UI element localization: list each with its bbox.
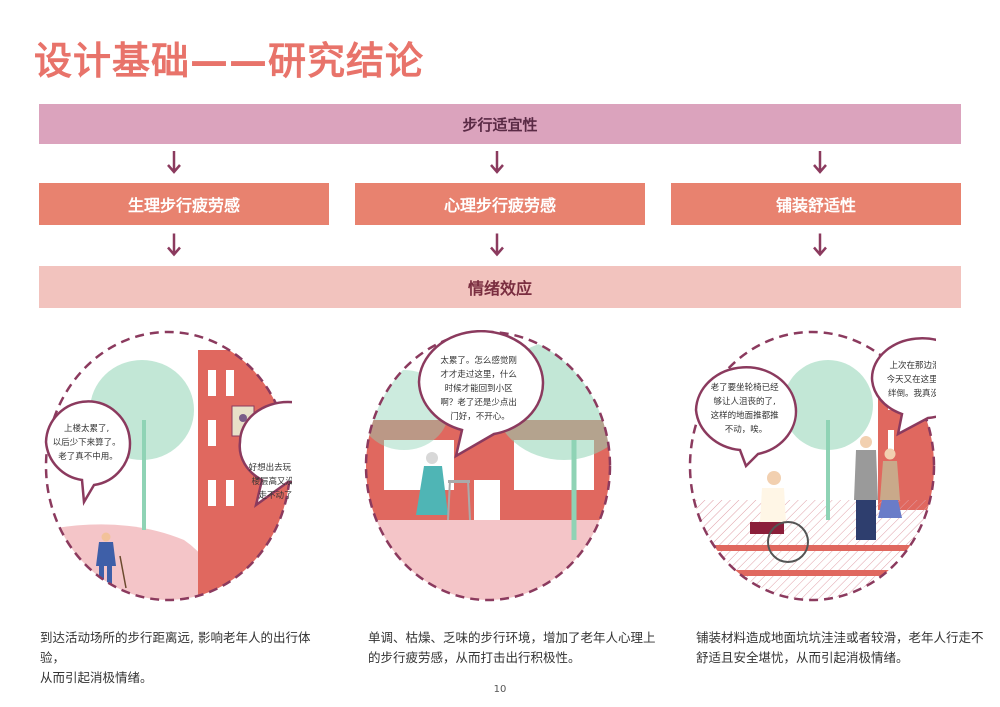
bubble-line: 上次在那边滑倒, [890,360,936,371]
bubble-line: 门好，不开心。 [450,411,510,422]
scene-pavement-illustration: 老了要坐轮椅已经 够让人沮丧的了, 这样的地面推都推 不动，唉。 上次在那边滑倒… [688,330,936,602]
bubble-line: 才才走过这里，什么 [440,369,517,380]
bubble-line: 这样的地面推都推 [711,410,780,421]
arrow-down-icon [167,151,181,174]
speech-bubble: 太累了。怎么感觉刚 才才走过这里，什么 时候才能回到小区 啊？老了还是少点出 门… [417,330,545,459]
walker [448,480,470,483]
elderly-man [101,532,111,542]
speech-bubble: 老了要坐轮椅已经 够让人沮丧的了, 这样的地面推都推 不动，唉。 [694,366,798,469]
speech-bubble: 好想出去玩，可是 楼层高又没电梯, 走不动了唉。 [238,400,292,508]
speech-bubble: 上次在那边滑倒, 今天又在这里差点 绊倒。我真没用。 [870,337,936,437]
bubble-line: 好想出去玩，可是 [249,462,292,473]
scene-environment-illustration: 太累了。怎么感觉刚 才才走过这里，什么 时候才能回到小区 啊？老了还是少点出 门… [364,330,612,602]
caption-distance: 到达活动场所的步行距离远, 影响老年人的出行体验， 从而引起消极情绪。 [40,628,330,688]
elderly-couple [860,436,872,448]
tree [783,360,873,450]
caption-environment: 单调、枯燥、乏味的步行环境，增加了老年人心理上 的步行疲劳感，从而打击出行积极性… [368,628,658,668]
elderly-woman [426,452,438,464]
bubble-line: 绊倒。我真没用。 [888,388,936,399]
caption-line: 舒适且安全堪忧，从而引起消极情绪。 [696,650,909,665]
wheelchair-user [767,471,781,485]
circle-border [688,330,936,602]
bubble-line: 太累了。怎么感觉刚 [440,355,517,366]
bubble-line: 老了要坐轮椅已经 [711,382,780,393]
page-number: 10 [493,684,507,695]
svg-text:上楼太累了, 以后少下来算了。 老了: 上楼太累了, 以后少下来算了。 老了真不中用。 [53,423,124,462]
wheelchair [767,521,809,563]
arrow-down-icon [813,151,827,174]
svg-text:老了要坐轮椅已经 够让人沮丧的了,: 老了要坐轮椅已经 够让人沮丧的了, 这样的地面推都推 不动，唉。 [711,382,782,435]
scene-distance-illustration: 上楼太累了, 以后少下来算了。 老了真不中用。 好想出去玩，可是 楼层高又没电梯… [44,330,292,602]
arrow-down-icon [167,233,181,257]
page-title: 设计基础——研究结论 [34,39,425,83]
bubble-line: 上楼太累了, [64,423,109,434]
caption-line: 铺装材料造成地面坑坑洼洼或者较滑，老年人行走不 [696,630,984,645]
caption-pavement: 铺装材料造成地面坑坑洼洼或者较滑，老年人行走不 舒适且安全堪忧，从而引起消极情绪… [696,628,986,668]
bubble-line: 够让人沮丧的了, [714,396,776,407]
arrow-down-icon [490,233,504,257]
bubble-line: 时候才能回到小区 [445,383,514,394]
speech-bubble: 上楼太累了, 以后少下来算了。 老了真不中用。 [44,400,132,506]
bubble-line: 啊？老了还是少点出 [440,397,517,408]
caption-line: 到达活动场所的步行距离远, 影响老年人的出行体验， [40,630,311,665]
svg-text:好想出去玩，可是 楼层高又没电梯,: 好想出去玩，可是 楼层高又没电梯, 走不动了唉。 [249,462,292,501]
caption-line: 从而引起消极情绪。 [40,670,153,685]
svg-text:上次在那边滑倒, 今天又在这里差点: 上次在那边滑倒, 今天又在这里差点 绊倒。我真没用。 [887,360,936,399]
physical-fatigue-bar: 生理步行疲劳感 [39,183,329,225]
caption-line: 单调、枯燥、乏味的步行环境，增加了老年人心理上 [368,630,656,645]
bubble-line: 老了真不中用。 [58,451,118,462]
caption-line: 的步行疲劳感，从而打击出行积极性。 [368,650,581,665]
bubble-line: 楼层高又没电梯, [252,476,292,487]
bubble-line: 今天又在这里差点 [887,374,936,385]
bubble-line: 以后少下来算了。 [53,437,121,448]
bubble-line: 走不动了唉。 [258,490,292,501]
arrow-down-icon [813,233,827,257]
psychological-fatigue-bar: 心理步行疲劳感 [355,183,645,225]
svg-text:太累了。怎么感觉刚 才才走过这里，什么: 太累了。怎么感觉刚 才才走过这里，什么 时候才能回到小区 啊？老了还是少点出 门… [440,355,519,422]
pavement-comfort-bar: 铺装舒适性 [671,183,961,225]
arrow-down-icon [490,151,504,174]
bubble-line: 不动，唉。 [725,424,768,435]
walkability-bar: 步行适宜性 [39,104,961,144]
emotional-effect-bar: 情绪效应 [39,266,961,308]
